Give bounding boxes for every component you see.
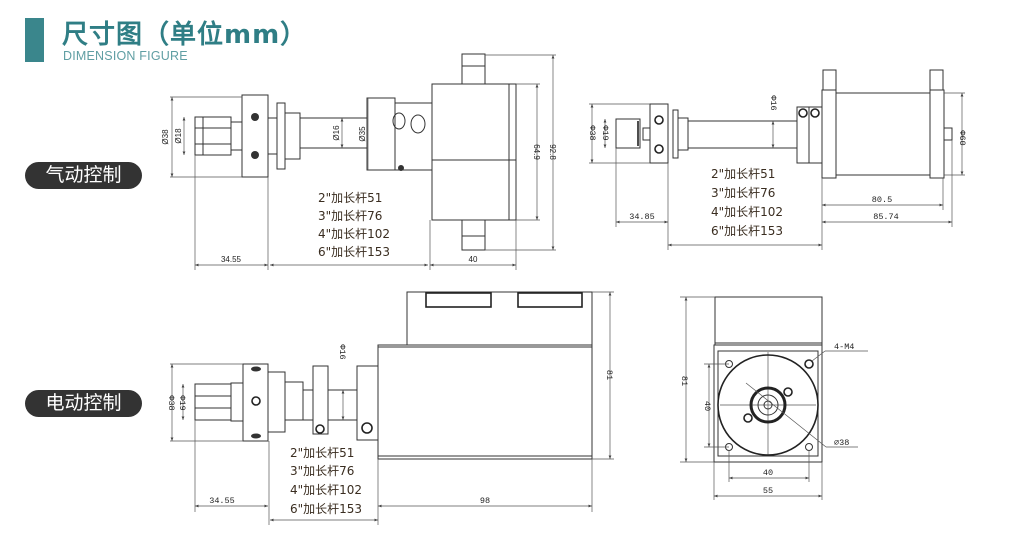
extension-note: 6"加长杆153 xyxy=(318,245,390,259)
dim-len-body: 40 xyxy=(469,255,478,264)
section-label-pneumatic: 气动控制 xyxy=(25,162,142,189)
extension-note: 4"加长杆102 xyxy=(711,205,783,219)
section-label-electric: 电动控制 xyxy=(25,390,142,417)
dim-len-knob: 34.55 xyxy=(209,496,235,506)
pneumatic-side-drawing: Ø38 Ø18 Ø16 Ø35 64.9 92.8 34.55 40 2"加长杆… xyxy=(161,53,557,270)
page-title: 尺寸图（单位mm） xyxy=(62,20,308,50)
dim-len-body: 80.5 xyxy=(872,195,892,205)
extension-note: 2"加长杆51 xyxy=(318,191,382,205)
page-subtitle: DIMENSION FIGURE xyxy=(63,49,188,63)
extension-note: 6"加长杆153 xyxy=(290,502,362,516)
dim-d-flange: ⌀38 xyxy=(834,438,849,448)
dim-d-outer: Ø38 xyxy=(161,129,170,145)
dim-d-outer: Φ38 xyxy=(166,395,176,410)
extension-note: 6"加长杆153 xyxy=(711,224,783,238)
extension-note: 2"加长杆51 xyxy=(290,446,354,460)
dim-d-inner: Φ19 xyxy=(177,395,187,410)
extension-note: 3"加长杆76 xyxy=(318,209,382,223)
dim-hole-pitch-v: 40 xyxy=(702,401,712,411)
electric-end-drawing: 81 40 40 55 4-M4 ⌀38 xyxy=(679,296,868,500)
dim-d-shaft: Ø16 xyxy=(332,125,341,141)
dim-height: 81 xyxy=(604,370,614,380)
electric-side-drawing: Φ38 Φ19 Φ16 81 34.55 98 2"加长杆51 3"加长杆76 … xyxy=(166,291,614,525)
dim-hole-pitch-h: 40 xyxy=(763,468,773,478)
dim-len-total: 85.74 xyxy=(873,212,899,222)
dim-d-clamp: Ø35 xyxy=(358,126,367,142)
dim-width: 55 xyxy=(763,486,773,496)
dim-height: 81 xyxy=(679,376,689,386)
dim-d-shaft: Φ16 xyxy=(337,344,347,359)
extension-note: 3"加长杆76 xyxy=(711,186,775,200)
dim-d-outer: Φ38 xyxy=(587,125,597,140)
extension-note: 4"加长杆102 xyxy=(318,227,390,241)
dim-len-knob: 34.85 xyxy=(629,212,655,222)
extension-note: 4"加长杆102 xyxy=(290,483,362,497)
dim-len-body: 98 xyxy=(480,496,490,506)
extension-note: 2"加长杆51 xyxy=(711,167,775,181)
dim-thread: 4-M4 xyxy=(834,342,854,352)
header-accent-bar xyxy=(25,18,44,62)
dim-len-knob: 34.55 xyxy=(221,255,242,264)
extension-note: 3"加长杆76 xyxy=(290,464,354,478)
dim-h-total: 92.8 xyxy=(548,144,557,160)
dim-d-inner: Φ19 xyxy=(600,125,610,140)
dim-h-body: 64.9 xyxy=(532,144,541,160)
dim-d-body: Φ60 xyxy=(957,130,967,145)
dim-d-inner: Ø18 xyxy=(174,128,183,144)
pneumatic-alt-drawing: Φ38 Φ19 Φ16 Φ60 80.5 85.74 34.85 2"加长杆51… xyxy=(587,69,967,250)
dim-d-shaft: Φ16 xyxy=(768,95,778,110)
